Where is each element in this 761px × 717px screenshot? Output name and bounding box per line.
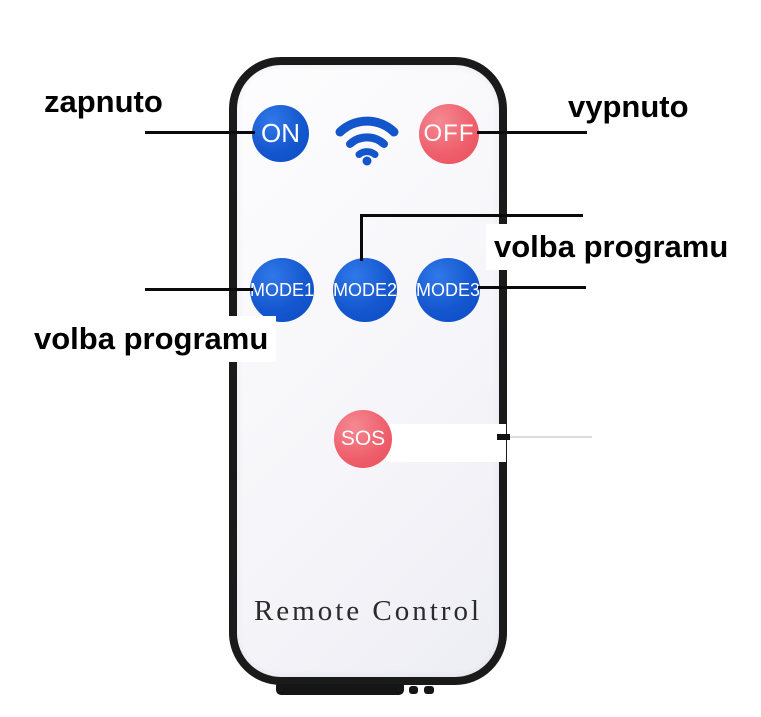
leader-line-mode2-vertical <box>360 214 363 261</box>
leader-line-mode3 <box>478 286 586 289</box>
sos-button[interactable]: SOS <box>334 410 392 468</box>
erased-label-area <box>386 424 506 462</box>
on-button[interactable]: ON <box>252 105 309 162</box>
wifi-icon <box>335 113 399 166</box>
mode3-button[interactable]: MODE3 <box>416 258 480 322</box>
border-tick-mark <box>497 434 510 440</box>
mode1-button[interactable]: MODE1 <box>250 258 314 322</box>
off-button[interactable]: OFF <box>419 104 479 164</box>
annotation-zapnuto: zapnuto <box>44 84 163 120</box>
leader-line-zapnuto <box>145 131 255 134</box>
remote-bottom-dot <box>409 686 418 694</box>
remote-bottom-tab <box>276 684 404 695</box>
annotation-volba-programu-left: volba programu <box>26 316 277 362</box>
remote-brand-text: Remote Control <box>253 595 483 627</box>
mode2-button[interactable]: MODE2 <box>333 258 397 322</box>
annotation-vypnuto: vypnuto <box>568 89 689 125</box>
leader-line-vypnuto <box>477 131 587 134</box>
faint-leader-line <box>507 436 592 438</box>
annotation-volba-programu-right: volba programu <box>486 224 737 270</box>
remote-bottom-dot <box>424 686 434 694</box>
leader-line-mode2-horizontal <box>360 214 583 217</box>
leader-line-mode1 <box>145 288 253 291</box>
